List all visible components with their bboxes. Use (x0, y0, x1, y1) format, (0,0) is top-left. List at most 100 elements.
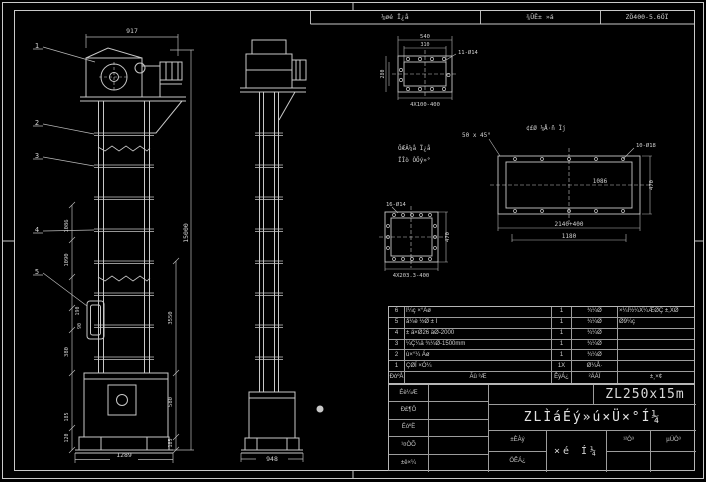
title-block: Éè¼Æ Ð£¶Ô ÉóºË ¹¤ÒÕ ±ê×¼ ZL250x15m ZLÌáÉ… (388, 384, 696, 472)
bom-rem: ×¼Ì½¼X¼ÆØÇ ±,XØ (618, 307, 694, 318)
balloon-4: 4 (35, 226, 39, 234)
bom-rem (618, 361, 694, 373)
dim-120: 120 (64, 433, 70, 442)
dim-flange-bottom: 4X100-400 (410, 102, 440, 108)
side-motor (291, 59, 307, 81)
side-view-dims (240, 453, 304, 462)
tb-left-label: ±ê×¼ (389, 454, 429, 472)
header-cell-2: ¾ÛÊ± »á (526, 12, 553, 21)
bom-no: 2 (389, 350, 405, 362)
bom-no: 6 (389, 307, 405, 318)
balloon-3: 3 (35, 152, 39, 160)
dim-top-width: 917 (126, 27, 138, 35)
side-ground-line (241, 449, 303, 454)
side-head-cap (251, 39, 287, 55)
bom-mat: Ø¼Å· (572, 361, 618, 373)
bom-no: 4 (389, 328, 405, 340)
bom-qty: 1 (552, 317, 572, 329)
tb-left-label: Éè¼Æ (389, 385, 429, 403)
dim-380: 380 (64, 347, 70, 357)
dim-580: 580 (168, 397, 174, 407)
side-head (245, 53, 293, 89)
tb-left-value (429, 419, 489, 438)
tb-spare-cell (489, 385, 594, 405)
plate-holes (386, 213, 437, 261)
tb-pages-label: ¹²Ò³ (607, 431, 651, 452)
drawing-title: ZLÌáÉý»ú×Ü×°Í¼ (489, 405, 696, 431)
tb-left-value (429, 385, 489, 403)
bom-rem (618, 350, 694, 362)
dim-1090: 1090 (64, 253, 70, 266)
bom-qty: 1X (552, 361, 572, 373)
bom-name: ¼Ç¼ä ¾¼Ø-1500mm (405, 339, 552, 351)
label-plate-holes: 16-Ø14 (386, 201, 407, 208)
side-brace (278, 91, 296, 121)
label-flange-holes: 11-Ø14 (458, 49, 479, 56)
detail-casing-dims (488, 138, 652, 242)
dim-90: 90 (77, 323, 83, 329)
bom-qty: 1 (552, 350, 572, 362)
dim-casing-right: 470 (649, 180, 655, 190)
dim-3550: 3550 (168, 311, 174, 324)
detail-flange (392, 50, 458, 98)
tb-left-value (429, 437, 489, 455)
break-line-upper (97, 145, 151, 152)
dim-185-left: 185 (64, 412, 70, 421)
bom-mat: ¾¼Ø (572, 307, 618, 318)
detail-plate (379, 206, 444, 268)
tb-extra-cell (607, 451, 651, 472)
tb-scale-label: ±ÈÀý (489, 431, 547, 452)
detail-flange-dims (385, 36, 457, 100)
platform-brace (150, 100, 183, 134)
tb-left-label: ¹¤ÒÕ (389, 437, 429, 455)
break-line-lower (97, 275, 151, 282)
side-casing-flanges (255, 132, 283, 360)
tb-weight-label: ÖÊÁ¿ (489, 451, 547, 472)
front-view-dims (33, 34, 194, 463)
drawing-model-number: ZL250x15m (594, 385, 696, 405)
dim-casing-bottom-inner: 1180 (562, 233, 577, 240)
bom-no: 3 (389, 339, 405, 351)
inspection-door (86, 300, 105, 340)
note-line-1: ÖÆÂ¼å Ï¿å (398, 145, 431, 152)
bom-header-name: Ãû ³Æ (405, 372, 552, 383)
bom-header-qty: ÊýÁ¿ (552, 372, 572, 383)
bom-qty: 1 (552, 307, 572, 318)
flange-holes (399, 57, 451, 91)
balloon-2: 2 (35, 119, 39, 127)
ink-dot (316, 405, 324, 413)
detail-plate-texts: 16-Ø14 470 4X203.3-400 (386, 201, 451, 279)
header-strip-lines (310, 10, 695, 25)
bom-rem: Ø9¼ç (618, 318, 694, 329)
bom-name: å¼è ½Ø ± Í (405, 317, 552, 329)
note-chamfer: 50 x 45° (462, 132, 491, 139)
casing-holes (513, 157, 625, 213)
bom-no: 1 (389, 361, 405, 373)
bom-header-mat: ²ÄÁÏ (572, 372, 618, 383)
dim-190: 190 (75, 306, 81, 315)
base-channel-left (78, 436, 102, 451)
balloon-leaders (33, 46, 96, 307)
casing-walls (98, 101, 150, 373)
header-cell-1: ¼øé Ï¿å (381, 12, 408, 21)
front-view-texts: 917 15000 3550 580 185 1086 1090 190 90 … (35, 27, 190, 459)
bom-mat: ¾¼Ø (572, 350, 618, 362)
side-casing-walls (259, 92, 279, 392)
dim-casing-bottom-outer: 2140+400 (555, 221, 584, 228)
general-notes: ÖÆÂ¼å Ï¿å ÏÎò ÒÖý»° (398, 145, 431, 164)
sheet-type-label: ×é Í¼ (547, 431, 607, 472)
side-foot-right (286, 437, 300, 451)
bom-qty: 1 (552, 339, 572, 351)
head-housing (85, 47, 143, 97)
bom-name: ù×°¼ Áø (405, 350, 552, 362)
note-casing: ¢£Ø ¼Å·ñ Ïj (526, 125, 566, 132)
bom-mat: ¾¼Ø (572, 328, 618, 340)
dim-185-right: 185 (168, 438, 174, 447)
ground-line (75, 449, 173, 454)
note-line-2: ÏÎò ÒÖý»° (398, 157, 431, 164)
boot-door (107, 384, 137, 416)
bom-header-rem: ±¸×¢ (649, 374, 663, 381)
bom-mat: ¾¼Ø (572, 317, 618, 329)
dim-plate-right: 470 (445, 232, 451, 242)
